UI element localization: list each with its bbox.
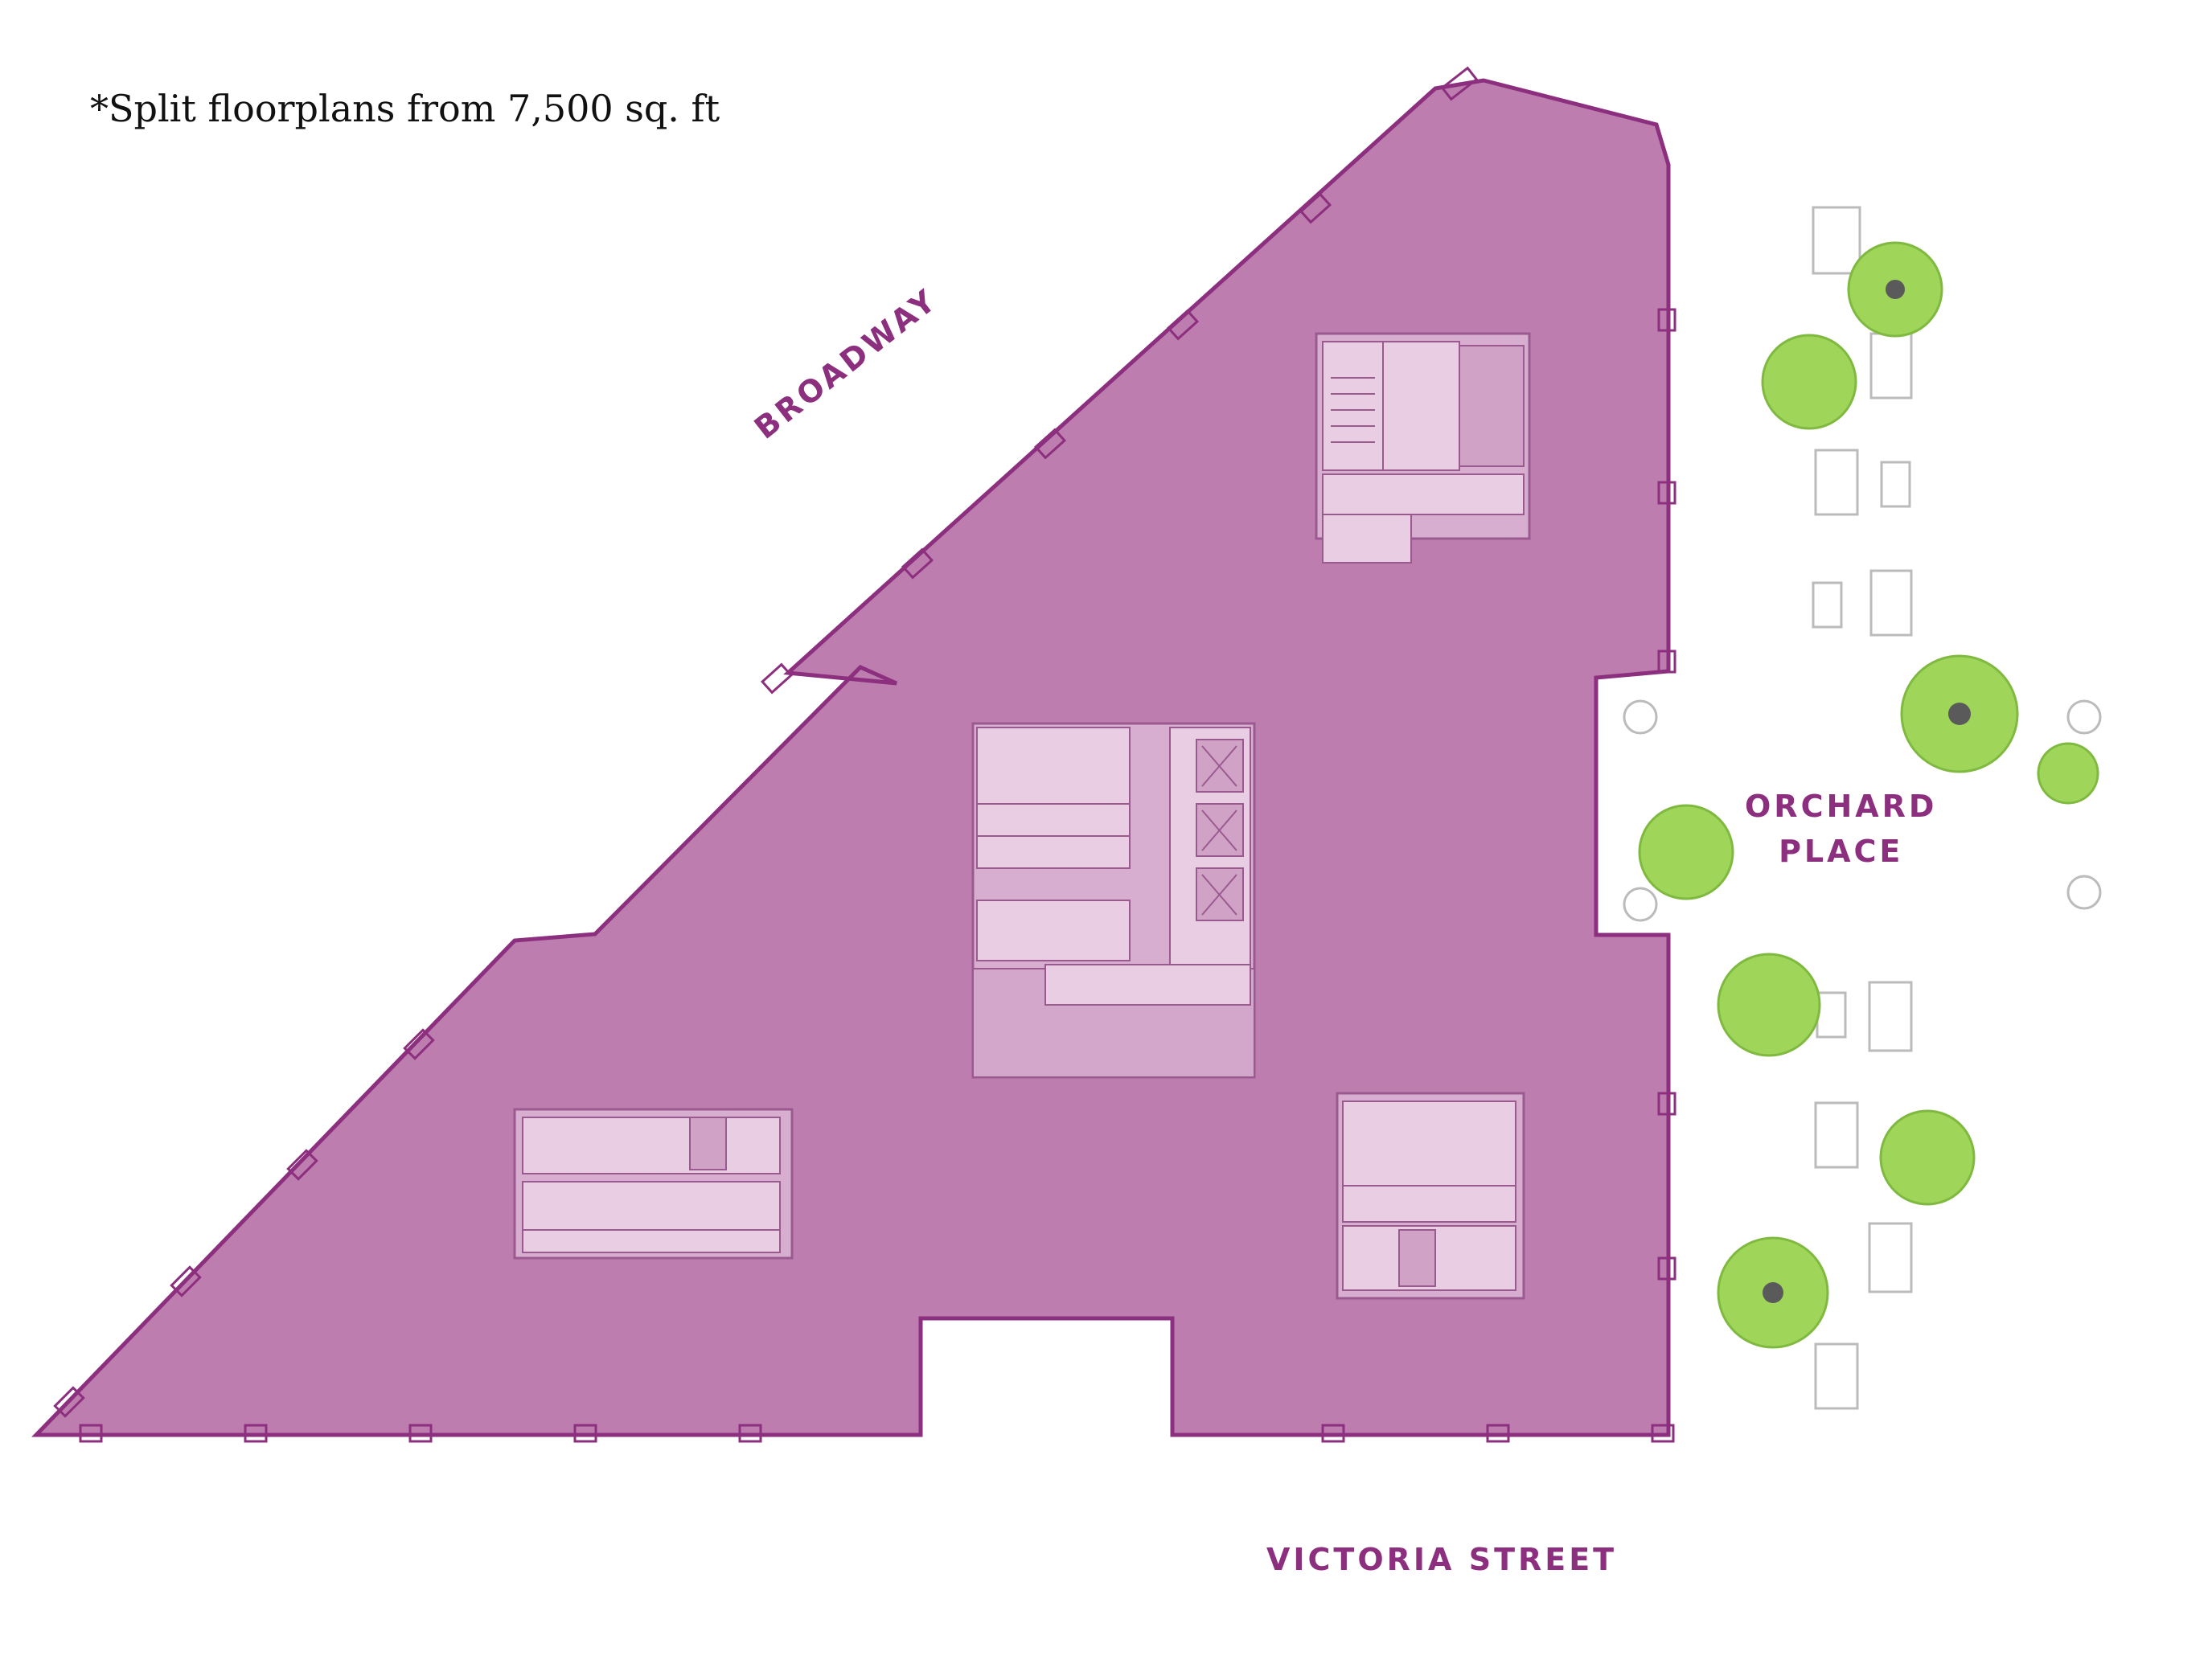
lift-icon <box>1398 1229 1436 1287</box>
floor-plate <box>31 78 1671 1437</box>
frontage-mullions <box>79 308 1676 1443</box>
bench-icon <box>1812 461 1911 1039</box>
central-core <box>971 722 1256 1079</box>
southeast-core <box>1336 1092 1525 1300</box>
floorplan-note: *Split floorplans from 7,500 sq. ft <box>90 87 720 130</box>
victoria-street-label: VICTORIA STREET <box>1266 1542 1618 1577</box>
stair-icon <box>1331 377 1375 443</box>
orchard-label-line1: ORCHARD <box>1745 789 1938 824</box>
orchard-place-label: ORCHARD PLACE <box>1745 784 1937 874</box>
lift-icon <box>1459 345 1525 467</box>
broadway-mullions <box>53 66 1479 1418</box>
lift-icon <box>689 1117 727 1170</box>
lift-icon <box>1196 739 1244 921</box>
southwest-core <box>513 1108 794 1260</box>
orchard-place-landscape <box>1623 206 2102 1410</box>
tree-icon <box>1638 241 2099 1349</box>
orchard-label-line2: PLACE <box>1779 834 1904 869</box>
northeast-core <box>1315 332 1531 564</box>
cafe-table-icon <box>1623 699 2102 922</box>
